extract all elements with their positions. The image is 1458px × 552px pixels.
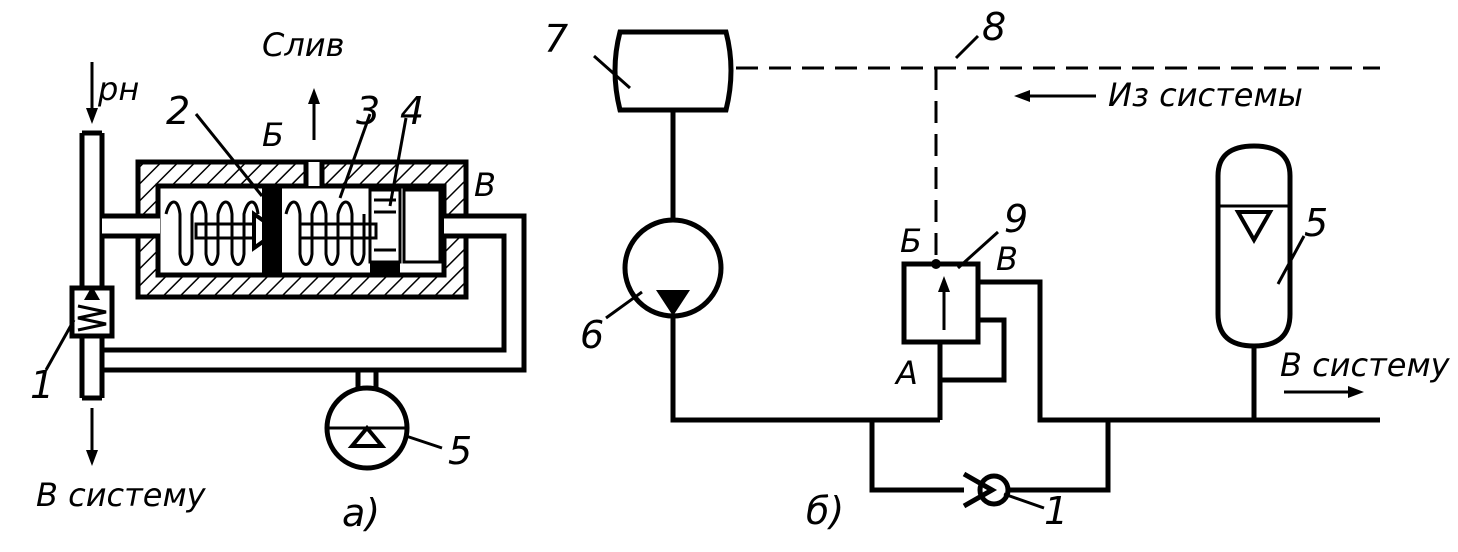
bypass-right	[1010, 420, 1111, 493]
leader-9	[956, 230, 1000, 270]
number-2: 2	[166, 89, 190, 133]
pressure-inlet-arrow	[86, 62, 98, 124]
leader-6	[605, 290, 643, 320]
number-5b: 5	[1304, 201, 1328, 245]
valve-housing	[135, 159, 469, 300]
check-valve-1b	[962, 471, 1011, 509]
number-1: 1	[30, 363, 54, 407]
rod-3	[298, 222, 378, 240]
caption-b: б)	[806, 489, 844, 533]
leader-7	[593, 54, 631, 90]
accumulator-5	[324, 370, 410, 471]
valve-9	[901, 259, 981, 345]
leader-8	[954, 34, 980, 60]
leader-5b	[1276, 235, 1306, 285]
label-v-port: В	[996, 240, 1018, 278]
number-5: 5	[448, 429, 472, 473]
number-6: 6	[580, 313, 604, 357]
supply-pipe	[79, 130, 105, 401]
leader-4	[388, 117, 408, 207]
number-9: 9	[1004, 197, 1028, 241]
diagram-a: pн Слив Б В 2 3 4 1 5 В систему а)	[30, 26, 527, 535]
leader-1a	[44, 319, 76, 371]
leader-1b	[1003, 492, 1045, 510]
tank-7	[612, 29, 734, 113]
label-v: В	[474, 166, 496, 204]
label-a-port: А	[894, 354, 918, 392]
return-pipe	[102, 213, 527, 373]
check-valve-1	[69, 285, 115, 339]
caption-a: а)	[342, 491, 380, 535]
from-system-arrow	[1014, 90, 1096, 102]
pump-6	[622, 217, 724, 319]
diagram-b: 7 8 Из системы 6 9 Б В А 5 В систему 1 б…	[544, 5, 1451, 533]
number-7: 7	[544, 17, 568, 61]
label-to-system-b: В систему	[1280, 346, 1451, 384]
label-from-system: Из системы	[1108, 76, 1303, 114]
pump-outlet-line	[670, 316, 940, 423]
bypass-left	[869, 420, 964, 493]
label-b-port: Б	[900, 222, 922, 260]
accumulator-5b	[1215, 143, 1293, 420]
valve-feedback	[940, 317, 1007, 383]
label-sliv: Слив	[262, 26, 344, 64]
leader-5a	[405, 434, 443, 450]
valve-port-v-line	[978, 279, 1380, 423]
leader-3	[338, 113, 372, 199]
leader-2	[194, 113, 264, 197]
outlet-arrow	[86, 408, 98, 466]
inlet-connection	[102, 213, 160, 239]
to-system-arrow	[1284, 386, 1364, 398]
label-to-system: В систему	[36, 476, 207, 514]
piston-2	[194, 186, 282, 275]
number-1b: 1	[1044, 489, 1068, 533]
spring-3	[284, 200, 366, 266]
number-3: 3	[356, 89, 380, 133]
drain-arrow	[308, 88, 320, 140]
label-b: Б	[262, 116, 284, 154]
label-pn: pн	[97, 70, 139, 108]
piston-4	[368, 188, 442, 275]
number-8: 8	[982, 5, 1006, 49]
number-4: 4	[400, 89, 424, 133]
spring-2	[164, 200, 260, 266]
